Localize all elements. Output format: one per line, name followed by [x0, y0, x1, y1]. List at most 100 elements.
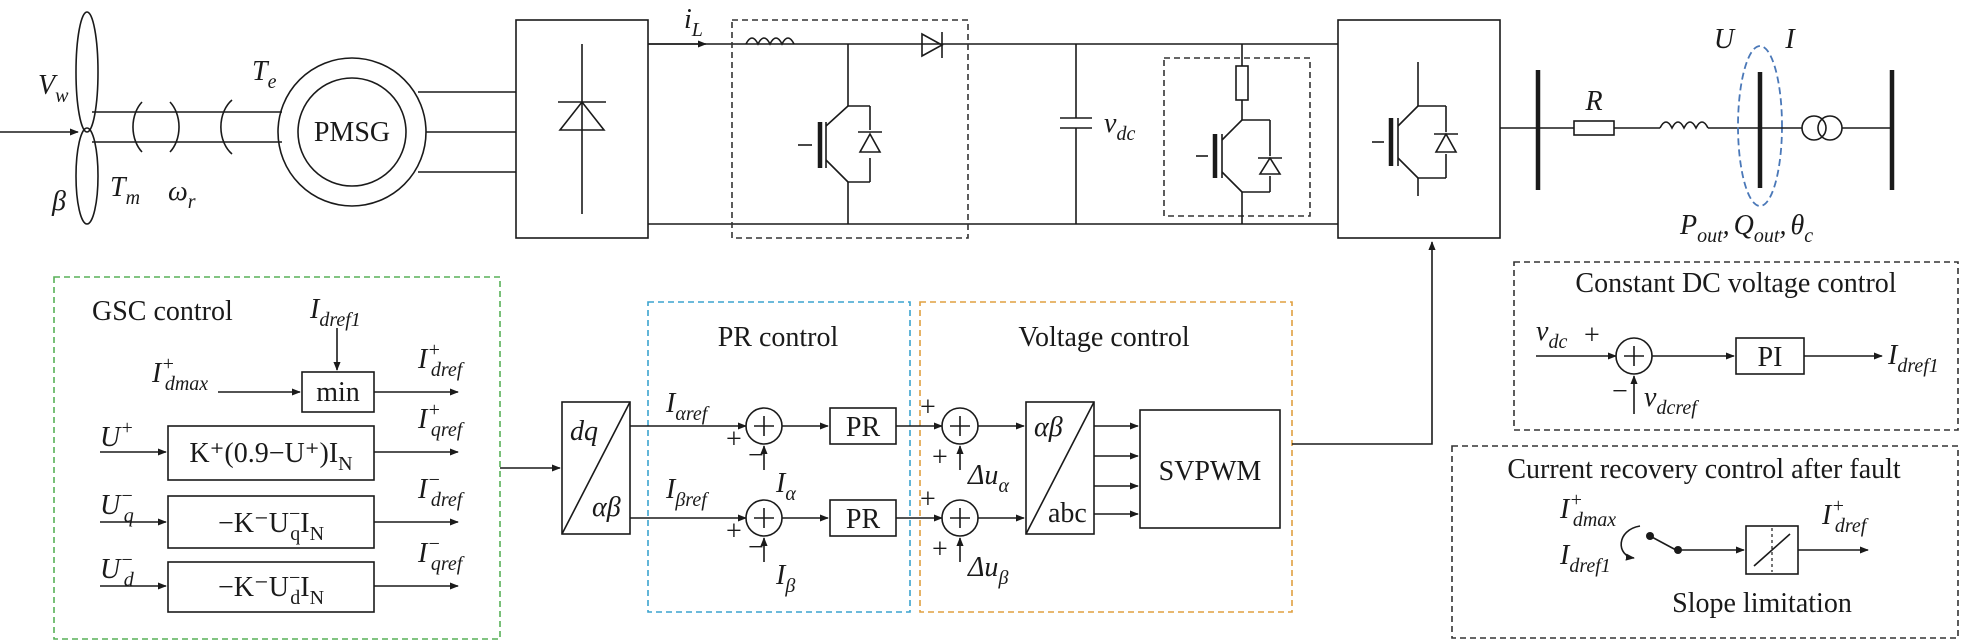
recovery-border	[1451, 445, 1959, 639]
dc-pi-block	[1735, 337, 1805, 375]
boost-inductor-icon	[745, 37, 795, 46]
resistor-icon	[1573, 120, 1615, 136]
recovery-switch-arrow	[1620, 525, 1641, 561]
tm-arc	[132, 101, 143, 153]
dq-label: dq	[570, 416, 598, 447]
pr-title: PR control	[718, 322, 839, 353]
grid-inductor-icon	[1659, 121, 1709, 130]
gsc-out2-label: I+qref	[417, 399, 465, 441]
recovery-switch-arm	[1649, 535, 1677, 551]
dc-pi-label: PI	[1758, 342, 1783, 373]
pr-ibeta-label: Iβ	[775, 560, 795, 597]
gsc-out1-label: I+dref	[417, 339, 465, 381]
gsc-title: GSC control	[92, 296, 233, 327]
pr-block-alpha	[829, 407, 897, 445]
pr-control: PR control Iαref + − Iα PR Iβref + − Iβ …	[630, 301, 911, 613]
omega-arc	[169, 101, 180, 153]
dq-ab-transform: dq αβ	[561, 401, 631, 535]
gsc-min-block	[301, 371, 375, 413]
pr-minus-alpha: −	[748, 440, 764, 471]
boost-diode-icon	[921, 32, 944, 58]
gsc-out3-label: I−dref	[417, 469, 465, 511]
pr-ialpha-label: Iα	[775, 468, 796, 505]
voltage-title: Voltage control	[1018, 322, 1190, 353]
measurement-ellipse	[1737, 45, 1783, 207]
vc-du-beta-label: Δuβ	[967, 552, 1008, 589]
gsc-uq-label: U−q	[100, 485, 134, 527]
brake-chopper-box	[1163, 57, 1311, 217]
brake-chopper-icon	[1196, 44, 1282, 224]
pr-minus-beta: −	[748, 532, 764, 563]
gsc-out4-label: I−qref	[417, 533, 465, 575]
recovery-idmax-label: I+dmax	[1559, 489, 1616, 531]
dq-ab-diagonal	[561, 401, 631, 535]
te-arc	[220, 99, 233, 155]
recovery-out-label: I+dref	[1821, 495, 1869, 537]
transformer-coil-2	[1817, 115, 1843, 141]
pmsg-inner	[297, 77, 407, 187]
vdc-label: vdc	[1104, 108, 1135, 145]
boost-igbt-icon	[798, 44, 882, 224]
dc-plus: +	[1584, 320, 1600, 351]
dc-voltage-control: Constant DC voltage control vdc + − vdcr…	[1513, 261, 1959, 431]
turbine-blade-upper	[75, 11, 99, 133]
voltage-control: Voltage control + + Δuα + + Δuβ αβ abc S…	[896, 301, 1293, 613]
ab-abc-ab-label: αβ	[1034, 412, 1063, 443]
te-label: Te	[252, 56, 277, 93]
dc-minus: −	[1612, 376, 1628, 407]
gsc-idref1-label: Idref1	[309, 294, 361, 331]
tm-label: Tm	[110, 172, 140, 209]
inverter-block	[1337, 19, 1501, 239]
recovery-idref1-label: Idref1	[1559, 540, 1611, 577]
pr-block-beta	[829, 499, 897, 537]
vc-plus-beta-top: +	[920, 484, 936, 515]
vc-plus-alpha-bottom: +	[932, 442, 948, 473]
gsc-block-3-label: −K⁻U−qIN	[218, 503, 324, 545]
resistor-label: R	[1584, 86, 1602, 117]
inverter-igbt-icon	[1372, 62, 1458, 196]
dc-title: Constant DC voltage control	[1575, 268, 1896, 299]
voltage-u-label: U	[1714, 24, 1736, 55]
omega-label: ωr	[168, 176, 196, 213]
vc-du-alpha-label: Δuα	[967, 460, 1009, 497]
voltage-border	[919, 301, 1293, 613]
boost-chopper-box	[731, 19, 969, 239]
dc-border	[1513, 261, 1959, 431]
turbine-blade-lower	[75, 127, 99, 225]
recovery-title: Current recovery control after fault	[1507, 454, 1901, 485]
dc-out-label: Idref1	[1887, 340, 1939, 377]
slope-limitation-label: Slope limitation	[1672, 588, 1852, 619]
pmsg-label: PMSG	[314, 117, 390, 148]
il-label: iL	[684, 4, 703, 41]
rectifier-diode-icon	[558, 100, 606, 131]
pr-ialpha-ref-label: Iαref	[665, 388, 710, 425]
ab-abc-diagonal	[1025, 401, 1095, 535]
pr-ibeta-ref-label: Iβref	[665, 474, 709, 511]
vc-plus-beta-bottom: +	[932, 534, 948, 565]
svpwm-block	[1139, 409, 1281, 529]
dc-vdc-label: vdc	[1536, 316, 1567, 353]
power-circuit: Vw β Tm ωr Te PMSG iL	[0, 4, 1895, 247]
svpwm-to-inverter-arrow	[1292, 241, 1436, 445]
vc-plus-alpha-top: +	[920, 392, 936, 423]
gsc-idmax-label: I+dmax	[151, 353, 208, 395]
transformer-coil-1	[1801, 115, 1827, 141]
gsc-block-2-label: K⁺(0.9−U⁺)IN	[189, 438, 352, 475]
ab-abc-abc-label: abc	[1048, 498, 1087, 529]
gsc-ud-label: U−d	[100, 549, 135, 591]
pitch-label: β	[51, 186, 66, 217]
current-i-label: I	[1784, 24, 1796, 55]
power-labels: Pout,Qout,θc	[1679, 210, 1813, 247]
pr-block-beta-label: PR	[846, 504, 881, 535]
dc-vdcref-label: vdcref	[1644, 382, 1699, 419]
gsc-min-label: min	[316, 377, 360, 408]
pr-border	[647, 301, 911, 613]
recovery-control: Current recovery control after fault I+d…	[1451, 445, 1959, 639]
dq-ab-label: αβ	[592, 492, 621, 523]
gsc-block-2	[167, 425, 375, 481]
pr-block-alpha-label: PR	[846, 412, 881, 443]
gsc-border	[53, 276, 501, 640]
gsc-block-4-label: −K⁻U−dIN	[218, 567, 324, 609]
pr-plus-beta: +	[726, 516, 742, 547]
